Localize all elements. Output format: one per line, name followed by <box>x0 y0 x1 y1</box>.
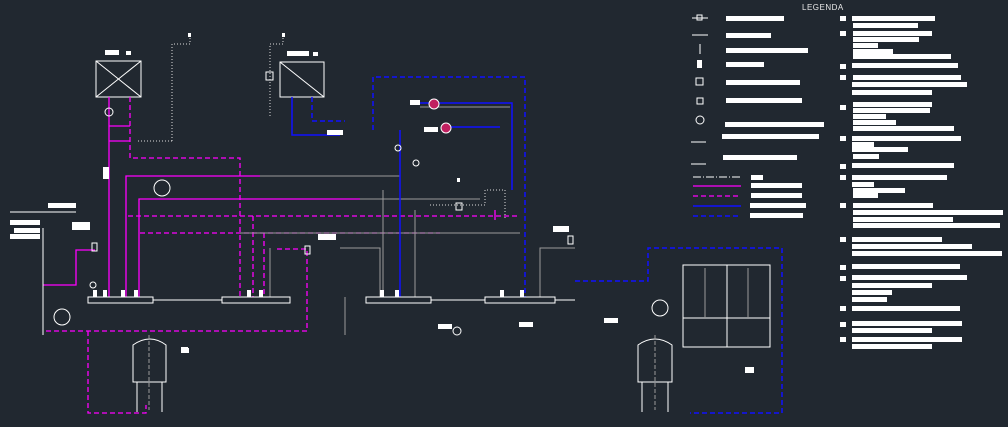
expansion-tank-1 <box>132 335 188 412</box>
air-handling-unit-2 <box>265 51 325 98</box>
pump-symbols <box>53 98 669 336</box>
legend-symbols <box>691 14 741 217</box>
expansion-tank-2 <box>637 335 754 412</box>
hot-water-supply-lines <box>43 97 496 297</box>
hot-water-return-lines <box>43 97 520 414</box>
legend-title: LEGENDA <box>802 3 844 12</box>
control-wiring <box>138 33 506 220</box>
chilled-water-lines <box>291 76 783 414</box>
air-handling-unit-1 <box>95 50 142 98</box>
distribution-headers <box>10 211 575 335</box>
chiller-unit <box>682 264 771 348</box>
legend-text-blocks <box>10 16 1003 353</box>
